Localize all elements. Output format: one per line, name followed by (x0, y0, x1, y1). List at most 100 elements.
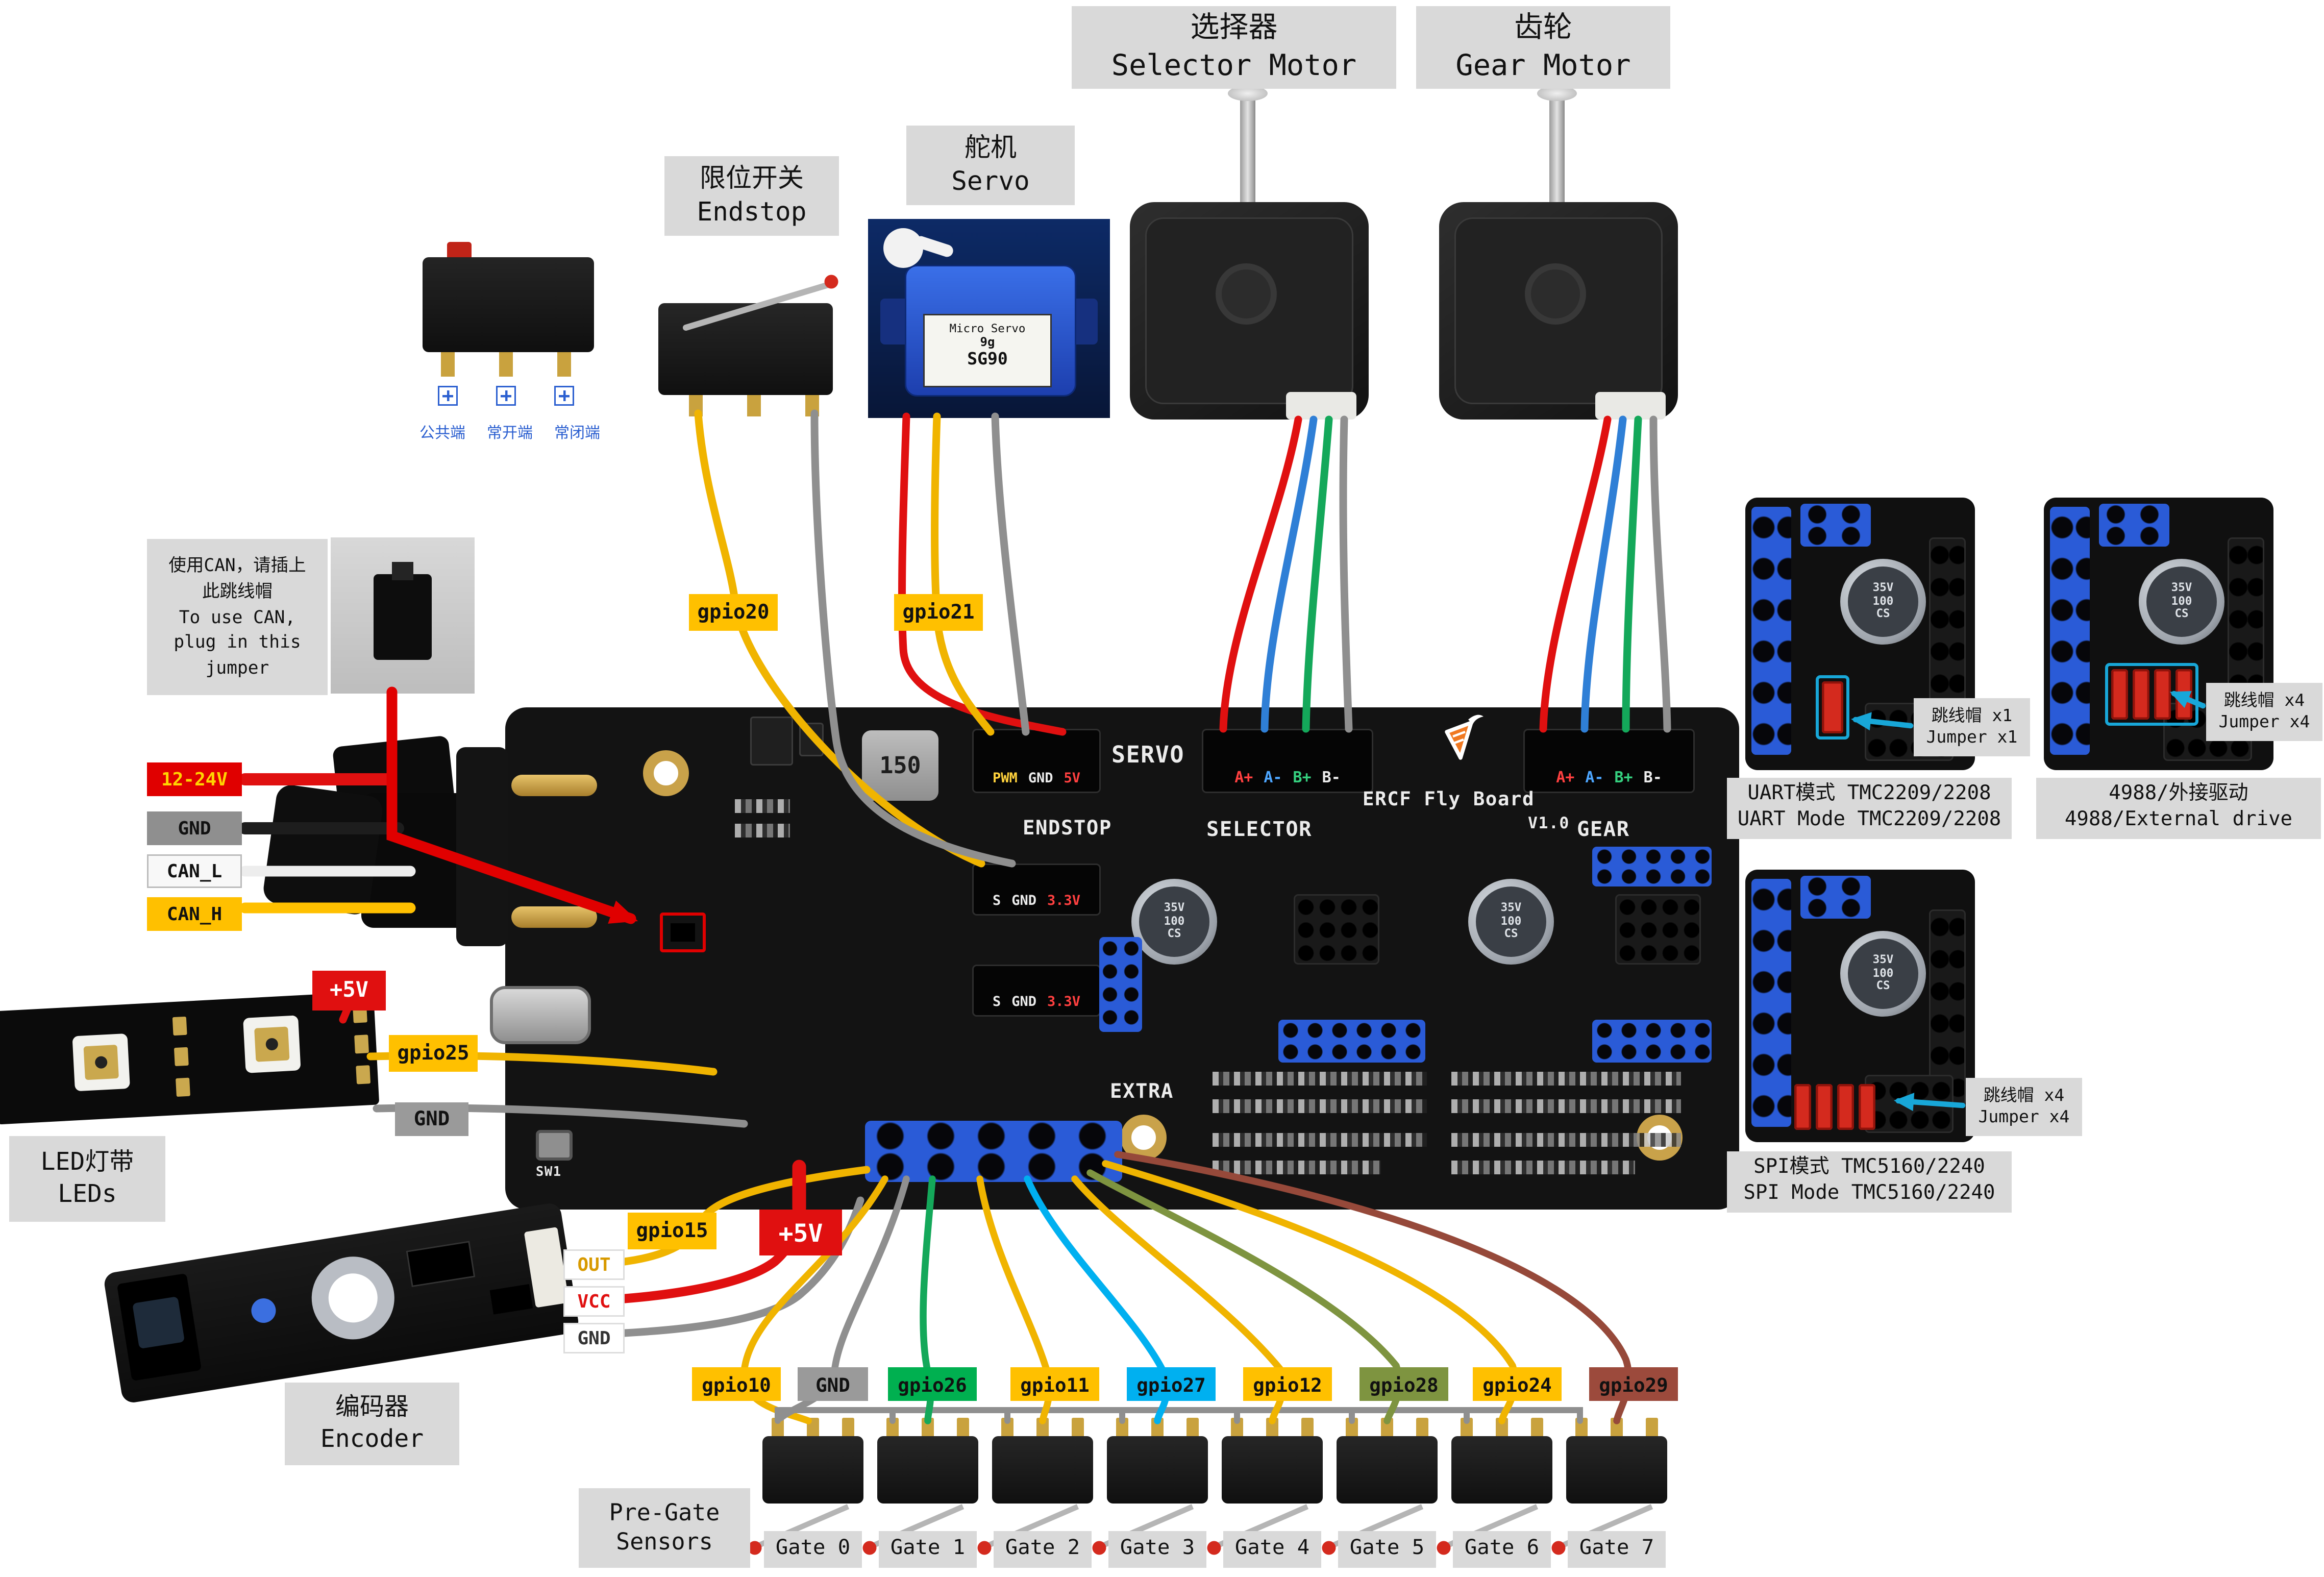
switch-pin (1072, 1418, 1084, 1438)
a4988-jumper-arrow (2169, 691, 2206, 709)
header-socket (1592, 1020, 1712, 1063)
wire-gear-b-plus (1622, 415, 1642, 733)
gate-lever-tip (1437, 1541, 1451, 1555)
cap-text: 100 (1872, 594, 1894, 608)
endstop-lever-tip (824, 275, 838, 289)
usb-c-port (490, 986, 591, 1044)
selector-header: A+ A- B+ B- (1202, 729, 1373, 793)
gate-label-1: Gate 1 (879, 1531, 977, 1568)
switch-pin (441, 352, 455, 377)
servo-title: SERVO (1111, 741, 1184, 769)
endstop-pin-s: S (992, 995, 1001, 1011)
power-bullet-socket (511, 775, 597, 796)
cap-text: 100 (1872, 966, 1894, 980)
tag-gpio21: gpio21 (894, 594, 983, 631)
tag-gpio15: gpio15 (628, 1213, 716, 1249)
sw1-label: SW1 (536, 1165, 562, 1180)
resistor-cluster (735, 824, 790, 837)
wire-gates-gnd-chain (775, 1407, 1583, 1424)
gate-lever-tip (748, 1541, 762, 1555)
cap-text: CS (1876, 606, 1890, 621)
gate-switch-7 (1566, 1418, 1667, 1507)
driver-jumper (1816, 1084, 1833, 1130)
power-pin-label-3: CAN_H (147, 897, 242, 931)
caption-selector-motor-en: Selector Motor (1111, 49, 1357, 83)
wire-selector-b-plus (1302, 415, 1333, 733)
switch-body (658, 303, 833, 395)
resistor-cluster (735, 799, 790, 813)
tag-led-gnd: GND (395, 1102, 468, 1136)
switch-body (1451, 1436, 1552, 1504)
switch-pin (557, 352, 571, 377)
pin-label-no: 常开端 (487, 426, 533, 442)
gate-label-6: Gate 6 (1453, 1531, 1551, 1568)
gate-label-3: Gate 3 (1108, 1531, 1206, 1568)
gate-switch-5 (1337, 1418, 1438, 1507)
motor-shaft (1549, 92, 1565, 208)
jumper-note-zh: 跳线帽 x1 (1931, 705, 2013, 726)
wire-gate1-gpio26 (920, 1175, 936, 1424)
switch-pin (842, 1418, 854, 1438)
jumper-highlight (1816, 675, 1849, 740)
can-note: 使用CAN，请插上 此跳线帽 To use CAN, plug in this … (147, 539, 328, 695)
driver-module-2: 35V 100 CS (1745, 870, 1975, 1142)
inductor-value: 150 (879, 752, 921, 779)
uart-jumper-arrow (1851, 712, 1914, 731)
resistor-cluster (1451, 1133, 1681, 1147)
extra-title: EXTRA (1110, 1081, 1174, 1104)
wire-servo-pwm-gpio21 (931, 412, 995, 736)
gate-gpio-label-gpio11: gpio11 (1010, 1367, 1099, 1401)
switch-body (1566, 1436, 1667, 1504)
resistor-cluster (1451, 1072, 1681, 1086)
header-socket (1099, 937, 1142, 1032)
reset-button (536, 1130, 573, 1161)
gate-lever-tip (862, 1541, 877, 1555)
power-pin-label-2: CAN_L (147, 854, 242, 888)
servo-sticker-line: SG90 (967, 349, 1008, 369)
caption-encoder-zh: 编码器 (335, 1392, 409, 1421)
wire-gear-b-minus (1649, 415, 1671, 733)
gate-switch-0 (762, 1418, 863, 1507)
driver-caption-en: SPI Mode TMC5160/2240 (1743, 1182, 1995, 1205)
resistor-cluster (1213, 1161, 1381, 1174)
motor-shaft (1240, 92, 1255, 208)
switch-body (877, 1436, 978, 1504)
endstop-header-2: S GND 3.3V (972, 965, 1101, 1017)
driver-caption-zh: 4988/外接驱动 (2109, 782, 2248, 806)
caption-encoder: 编码器 Encoder (285, 1383, 459, 1465)
cap-text: CS (1167, 926, 1181, 941)
driver-header-top (2099, 504, 2169, 547)
endstop-lever (683, 282, 831, 331)
can-note-line: 此跳线帽 (202, 580, 273, 602)
servo-pin-pwm: PWM (992, 772, 1018, 787)
driver-caption-2: SPI模式 TMC5160/2240 SPI Mode TMC5160/2240 (1727, 1151, 2012, 1213)
driver-jumper-note-2: 跳线帽 x4 Jumper x4 (1966, 1078, 2082, 1136)
caption-pregate-line1: Pre-Gate (609, 1498, 720, 1526)
motor-pin-a-minus: A- (1264, 770, 1282, 787)
wire-gate2-gpio11 (976, 1175, 1053, 1424)
power-bullet-socket (511, 906, 597, 928)
can-jumper-photo (331, 537, 475, 694)
gate-label-7: Gate 7 (1568, 1531, 1666, 1568)
caption-endstop-en: Endstop (697, 198, 807, 228)
can-note-line: jumper (205, 657, 269, 678)
wire-gear-a-plus (1539, 415, 1612, 733)
resistor-cluster (1213, 1133, 1427, 1147)
wire-gate3-gpio27 (1024, 1175, 1170, 1424)
gate-gpio-label-gpio28: gpio28 (1359, 1367, 1448, 1401)
can-note-line: plug in this (174, 631, 301, 653)
board-version: V1.0 (1528, 815, 1570, 833)
endstop-pin-3v3: 3.3V (1047, 894, 1081, 909)
gate-gpio-label-gpio26: gpio26 (888, 1367, 977, 1401)
header-socket (1592, 847, 1712, 886)
inductor: 150 (862, 730, 938, 801)
caption-pregate-line2: Sensors (616, 1528, 713, 1556)
jumper-note-en: Jumper x1 (1926, 727, 2018, 747)
wire-endstop-gnd (810, 409, 1016, 868)
driver-socket (1294, 894, 1379, 965)
switch-body (992, 1436, 1093, 1504)
driver-jumper (1794, 1084, 1811, 1130)
motor-pin-b-plus: B+ (1614, 770, 1633, 787)
tag-encoder-5v: +5V (759, 1210, 842, 1255)
